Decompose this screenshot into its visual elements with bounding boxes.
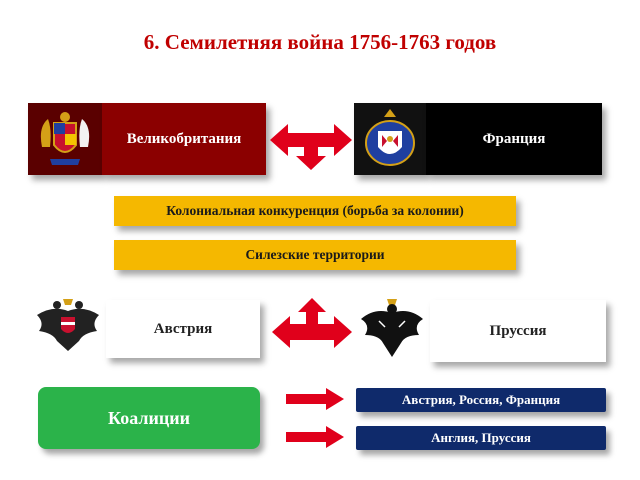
silesian-territories-bar: Силезские территории <box>114 240 516 270</box>
double-headed-eagle-icon <box>37 299 99 351</box>
coalition-england-prussia: Англия, Пруссия <box>356 426 606 450</box>
prussia-label: Пруссия <box>430 300 606 362</box>
prussian-eagle-icon <box>361 299 423 357</box>
austria-emblem-box <box>30 296 106 358</box>
right-arrow-icon <box>286 426 344 448</box>
page-title: 6. Семилетняя война 1756-1763 годов <box>143 30 497 54</box>
coalitions-box: Коалиции <box>38 387 260 449</box>
french-coat-of-arms-icon <box>365 109 415 166</box>
bidirectional-arrow-icon <box>272 298 352 348</box>
austria-label: Австрия <box>106 300 260 358</box>
coalition-austria-russia-france: Австрия, Россия, Франция <box>356 388 606 412</box>
bidirectional-arrow-icon <box>270 124 352 170</box>
britain-label: Великобритания <box>102 103 266 175</box>
colonial-competition-bar: Колониальная конкуренция (борьба за коло… <box>114 196 516 226</box>
britain-emblem-box <box>28 103 102 175</box>
royal-coat-of-arms-icon <box>40 112 90 165</box>
france-emblem-box <box>354 103 426 175</box>
prussia-emblem-box <box>354 294 430 362</box>
right-arrow-icon <box>286 388 344 410</box>
france-label: Франция <box>426 103 602 175</box>
